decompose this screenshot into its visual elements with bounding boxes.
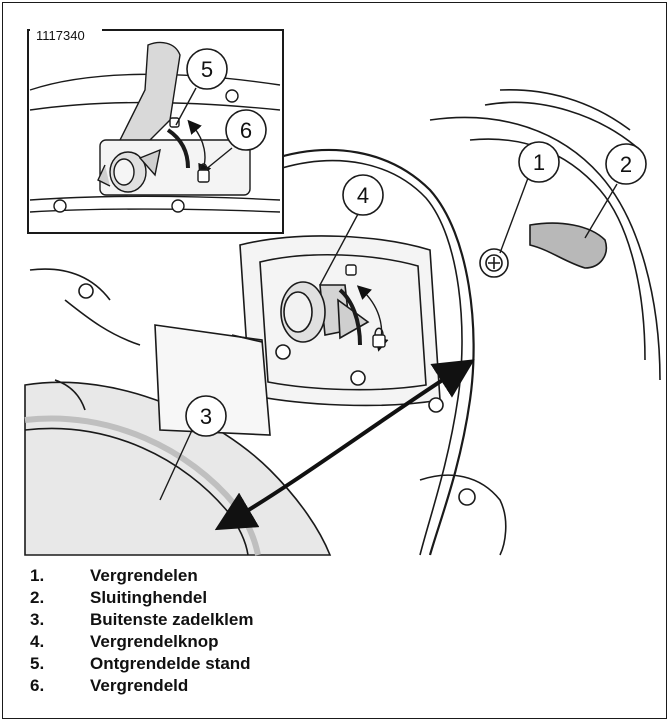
- closure-lever: [529, 222, 607, 269]
- lock-cylinder: [479, 248, 509, 278]
- legend-number: 5.: [30, 654, 45, 673]
- callout-1: [518, 141, 560, 183]
- callout-2: [605, 143, 647, 185]
- leader-lines: [159, 87, 618, 501]
- movement-arrow: [214, 359, 475, 531]
- legend-number: 6.: [30, 676, 45, 695]
- legend-item: 2. Sluitinghendel: [30, 587, 253, 609]
- callout-label-6: 6: [240, 118, 252, 143]
- legend-item: 4. Vergrendelknop: [30, 631, 253, 653]
- legend-list: 1. Vergrendelen 2. Sluitinghendel 3. Buiten…: [30, 565, 253, 697]
- callout-6: [225, 109, 267, 151]
- indicator-main: [338, 264, 389, 352]
- callout-3: [185, 395, 227, 437]
- callout-label-5: 5: [201, 57, 213, 82]
- callout-label-2: 2: [620, 152, 632, 177]
- callout-4: [342, 174, 384, 216]
- legend-label: Vergrendeld: [90, 676, 189, 695]
- legend-label: Sluitinghendel: [90, 588, 208, 607]
- legend-number: 1.: [30, 566, 45, 585]
- legend-number: 3.: [30, 610, 45, 629]
- locking-knob: [280, 281, 370, 343]
- legend-item: 1. Vergrendelen: [30, 565, 253, 587]
- legend-label: Vergrendelknop: [90, 632, 219, 651]
- legend-number: 4.: [30, 632, 45, 651]
- illustration: 1117340: [24, 28, 661, 556]
- legend-item: 3. Buitenste zadelklem: [30, 609, 253, 631]
- callout-label-3: 3: [200, 404, 212, 429]
- callout-label-4: 4: [357, 183, 369, 208]
- side-cover: [429, 116, 661, 381]
- callouts: [185, 48, 647, 437]
- legend-label: Ontgrendelde stand: [90, 654, 251, 673]
- legend-label: Vergrendelen: [90, 566, 198, 585]
- legend-label: Buitenste zadelklem: [90, 610, 254, 629]
- seat-edge-band: [24, 415, 261, 556]
- callout-label-1: 1: [533, 150, 545, 175]
- legend-number: 2.: [30, 588, 45, 607]
- figure-id: 1117340: [36, 28, 85, 43]
- legend-item: 5. Ontgrendelde stand: [30, 653, 253, 675]
- callout-5: [186, 48, 228, 90]
- legend-item: 6. Vergrendeld: [30, 675, 253, 697]
